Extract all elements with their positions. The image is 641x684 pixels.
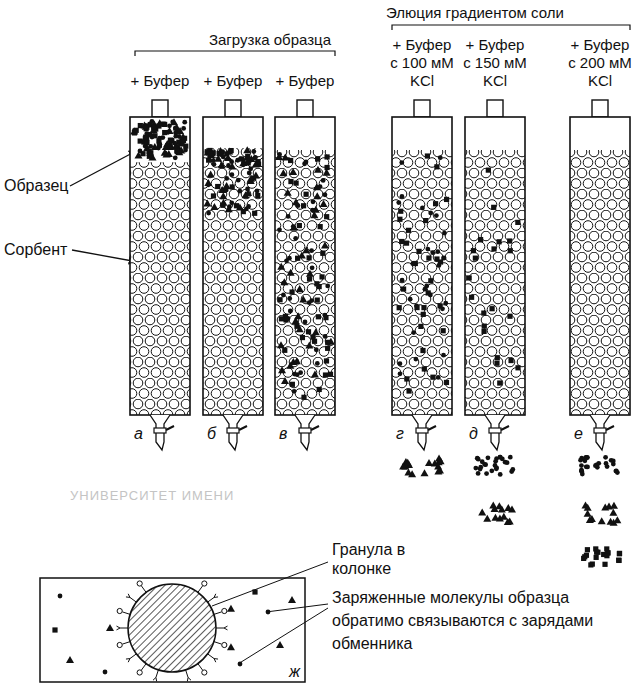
group-title: Загрузка образца (185, 31, 355, 49)
bead-inset (40, 562, 328, 682)
buffer-label: + Буфер (125, 72, 195, 90)
part-label: Сорбент (4, 240, 74, 259)
part-label: Гранула в колонке (332, 540, 437, 578)
chromatography-column (275, 100, 335, 450)
chromatography-column (570, 100, 630, 450)
buffer-label: + Буфер с 100 мМ KCl (389, 36, 455, 90)
panel-letter: ж (289, 662, 303, 681)
part-label: Образец (4, 176, 74, 195)
panel-letter: д (469, 424, 483, 443)
buffer-label: + Буфер с 150 мМ KCl (462, 36, 528, 90)
note: Заряженные молекулы образца обратимо свя… (332, 586, 617, 655)
panel-letter: г (396, 424, 410, 443)
bracket (135, 25, 630, 56)
buffer-label: + Буфер (198, 72, 268, 90)
panel-letter: е (574, 424, 588, 443)
chromatography-column (465, 100, 525, 450)
chromatography-column (392, 100, 452, 450)
watermark: УНИВЕРСИТЕТ ИМЕНИ (70, 488, 290, 504)
chromatography-column (130, 100, 190, 450)
buffer-label: + Буфер (270, 72, 340, 90)
panel-letter: б (207, 424, 221, 443)
buffer-label: + Буфер с 200 мМ KCl (567, 36, 633, 90)
group-title: Элюция градиентом соли (386, 4, 636, 22)
column-group (130, 100, 630, 450)
eluate-fractions (399, 454, 622, 567)
panel-letter: в (279, 424, 293, 443)
chromatography-column (203, 100, 263, 450)
panel-letter: а (134, 424, 148, 443)
leader-arrow (70, 150, 138, 262)
